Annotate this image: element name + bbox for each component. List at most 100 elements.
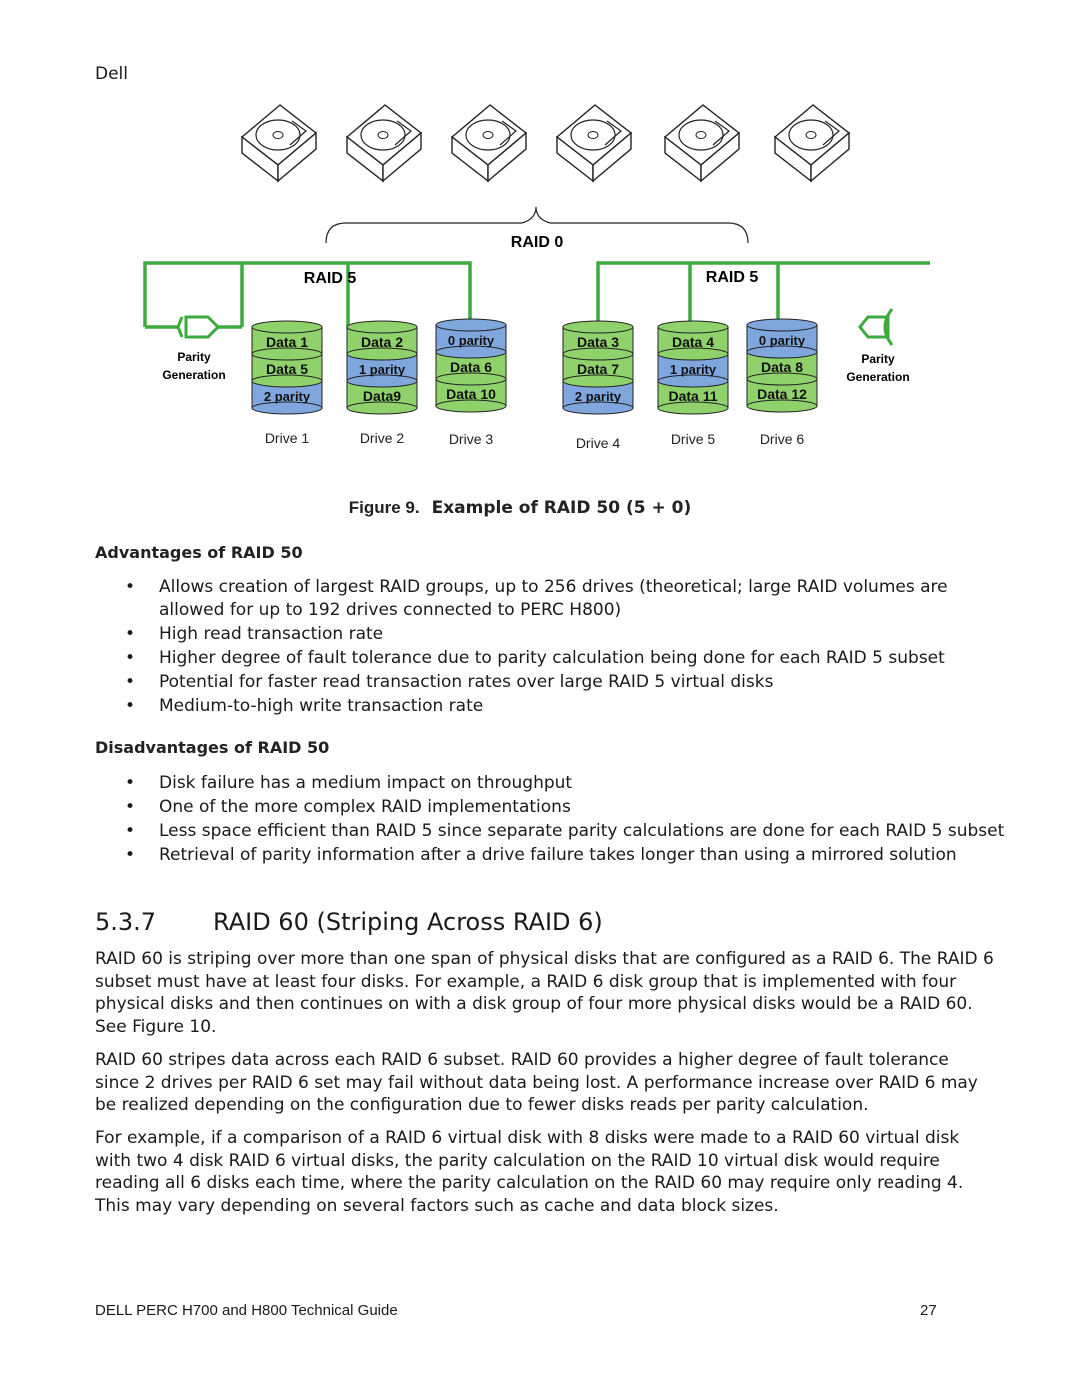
drive-segment-bottom: [657, 401, 729, 415]
bullet-icon: •: [125, 821, 136, 841]
bullet-icon: •: [125, 672, 136, 692]
advantages-list: • Allows creation of largest RAID groups,…: [125, 576, 1005, 719]
generation-label-left: Generation: [162, 368, 225, 382]
drive-segment-bottom: [746, 345, 818, 359]
advantage-item: • Medium-to-high write transaction rate: [125, 695, 1005, 718]
drive-segment-bottom: [435, 399, 507, 413]
raid5-right-label: RAID 5: [706, 269, 759, 286]
drive-segment-bottom: [251, 374, 323, 388]
figure-number: Figure 9.: [348, 498, 420, 517]
drive-segment-bottom: [435, 372, 507, 386]
hard-drive-icon: [240, 104, 318, 183]
segment-label: 0 parity: [759, 333, 806, 348]
drive-segment-bottom: [435, 345, 507, 359]
advantage-text: Allows creation of largest RAID groups, …: [159, 577, 948, 620]
drive-top: [251, 320, 323, 334]
disadvantage-text: Retrieval of parity information after a …: [159, 845, 957, 865]
advantage-item: •Higher degree of fault tolerance due to…: [125, 647, 1005, 670]
disadvantage-item: • Retrieval of parity information after a…: [125, 844, 1005, 867]
drive-segment-bottom: [746, 372, 818, 386]
segment-label: Data 3: [577, 334, 619, 350]
section-number: 5.3.7: [95, 908, 157, 936]
advantage-item: • Potential for faster read transaction r…: [125, 671, 1005, 694]
hard-drive-icon: [555, 104, 633, 183]
bullet-icon: •: [125, 696, 136, 716]
advantage-item: • High read transaction rate: [125, 623, 1005, 646]
drive-segment-bottom: [346, 347, 418, 361]
segment-label: Data 10: [446, 386, 496, 402]
drive-stack: 2 parity Data 5 Data 1 Drive 1: [251, 320, 323, 446]
drive-label: Drive 4: [576, 435, 621, 451]
drive-label: Drive 3: [449, 431, 494, 447]
drive-label: Drive 5: [671, 431, 716, 447]
hard-drive-icons: [240, 104, 851, 183]
drive-segment-bottom: [562, 401, 634, 415]
drive-label: Drive 6: [760, 431, 805, 447]
drive-segment-bottom: [346, 401, 418, 415]
hard-drive-icon: [663, 104, 741, 183]
generation-label-right: Generation: [846, 370, 909, 384]
segment-label: 1 parity: [359, 362, 406, 377]
drive-top: [562, 320, 634, 334]
advantage-text: Potential for faster read transaction ra…: [159, 672, 774, 692]
segment-label: Data 12: [757, 386, 807, 402]
bullet-icon: •: [125, 577, 136, 597]
footer-text: DELL PERC H700 and H800 Technical Guide: [95, 1302, 398, 1319]
advantage-text: High read transaction rate: [159, 624, 384, 644]
segment-label: 0 parity: [448, 333, 495, 348]
segment-label: Data 8: [761, 359, 803, 375]
bullet-icon: •: [125, 773, 136, 793]
bullet-icon: •: [125, 648, 136, 668]
parity-arrow-left: [176, 315, 221, 339]
segment-label: Data 2: [361, 334, 403, 350]
page-number: 27: [920, 1302, 937, 1319]
raid0-brace: [325, 206, 749, 244]
raid50-diagram: RAID 0 RAID 5 RAID 5 Parity Generation P…: [143, 104, 930, 451]
bullet-icon: •: [125, 624, 136, 644]
segment-label: Data9: [363, 388, 401, 404]
drive-top: [746, 318, 818, 332]
bullet-icon: •: [125, 797, 136, 817]
segment-label: Data 5: [266, 361, 308, 377]
raid5-left-connector: [143, 261, 472, 329]
drive-top: [346, 320, 418, 334]
drive-label: Drive 2: [360, 430, 405, 446]
disadvantages-heading: Disadvantages of RAID 50: [95, 738, 330, 757]
disadvantage-item: • Less space efficient than RAID 5 since …: [125, 820, 1005, 843]
segment-label: 1 parity: [670, 362, 717, 377]
paragraph-2: RAID 60 stripes data across each RAID 6 …: [95, 1050, 978, 1115]
drive-segment-bottom: [562, 347, 634, 361]
paragraph-3: For example, if a comparison of a RAID 6…: [95, 1128, 964, 1216]
figure-title: Example of RAID 50 (5 + 0): [431, 498, 692, 518]
figure-caption: Figure 9. Example of RAID 50 (5 + 0): [0, 498, 1040, 518]
disadvantage-item: •Disk failure has a medium impact on thr…: [125, 772, 1005, 795]
segment-label: Data 7: [577, 361, 619, 377]
raid5-left-label: RAID 5: [304, 270, 357, 287]
segment-label: Data 1: [266, 334, 308, 350]
drive-segment-bottom: [657, 374, 729, 388]
disadvantage-text: One of the more complex RAID implementat…: [159, 797, 571, 817]
segment-label: Data 6: [450, 359, 492, 375]
drive-stack: Data9 1 parity Data 2 Drive 2: [346, 320, 418, 446]
drive-segment-bottom: [657, 347, 729, 361]
disadvantage-text: Less space efficient than RAID 5 since s…: [159, 821, 1005, 841]
drive-top: [435, 318, 507, 332]
drive-segment-bottom: [746, 399, 818, 413]
drive-label: Drive 1: [265, 430, 310, 446]
disadvantages-list: •Disk failure has a medium impact on thr…: [125, 772, 1005, 868]
parity-label-left: Parity: [177, 350, 211, 364]
section-title: RAID 60 (Striping Across RAID 6): [213, 908, 603, 936]
bullet-icon: •: [125, 845, 136, 865]
advantage-text: Medium-to-high write transaction rate: [159, 696, 484, 716]
hard-drive-icon: [450, 104, 528, 183]
parity-arrow-right: [858, 308, 894, 346]
segment-label: 2 parity: [264, 389, 311, 404]
drive-segment-bottom: [251, 401, 323, 415]
page-header: Dell: [95, 64, 128, 84]
drive-segment-bottom: [251, 347, 323, 361]
hard-drive-icon: [773, 104, 851, 183]
